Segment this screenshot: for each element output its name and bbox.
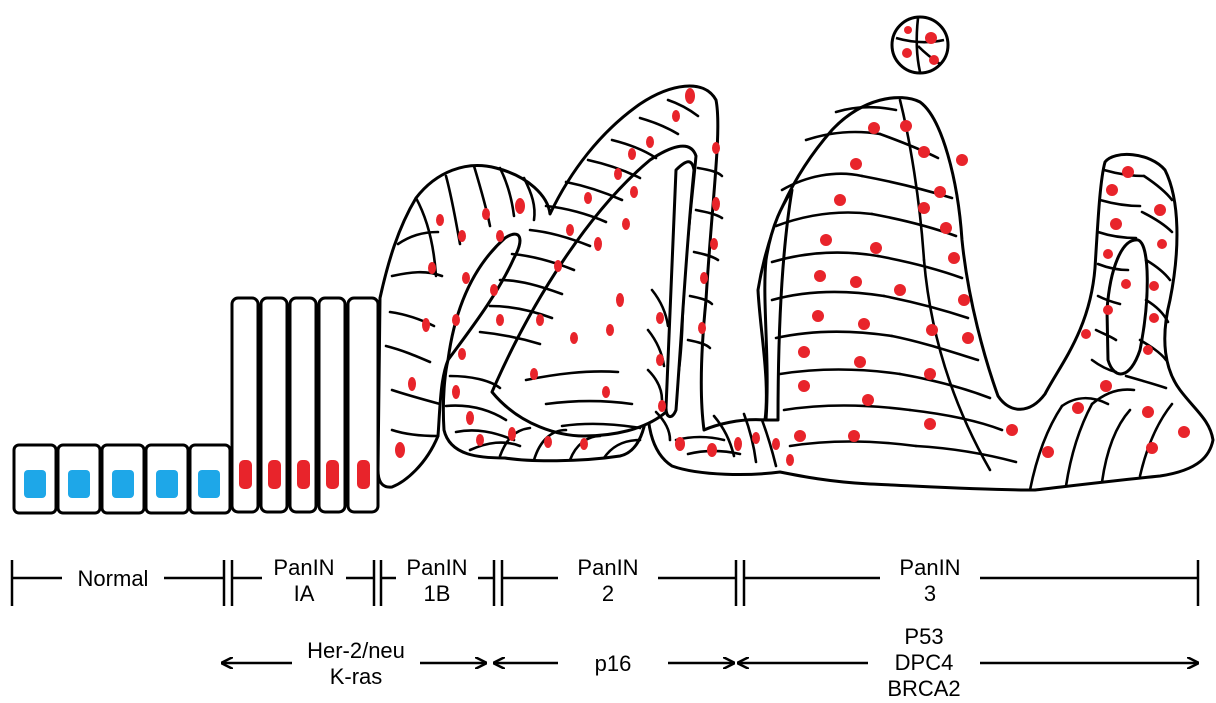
papillary-epithelium bbox=[378, 86, 1213, 490]
atypical-nucleus bbox=[357, 460, 370, 489]
stage-label-panin-3: PanIN 3 bbox=[880, 555, 980, 607]
normal-nucleus bbox=[24, 470, 46, 498]
atypical-nucleus bbox=[239, 460, 252, 489]
normal-nucleus bbox=[156, 470, 178, 498]
atypical-nucleus bbox=[268, 460, 281, 489]
stage-label-normal: Normal bbox=[62, 566, 164, 592]
normal-nucleus bbox=[112, 470, 134, 498]
stage-label-panin-1b: PanIN 1B bbox=[396, 555, 478, 607]
stage-label-panin-1a: PanIN IA bbox=[262, 555, 346, 607]
normal-nucleus bbox=[68, 470, 90, 498]
atypical-nucleus bbox=[326, 460, 339, 489]
gene-label-middle: p16 bbox=[558, 651, 668, 677]
gene-label-early: Her-2/neu K-ras bbox=[292, 638, 420, 690]
normal-nucleus bbox=[198, 470, 220, 498]
gene-label-late: P53 DPC4 BRCA2 bbox=[868, 624, 980, 702]
epithelium-outline bbox=[378, 86, 1213, 490]
stage-label-panin-2: PanIN 2 bbox=[558, 555, 658, 607]
atypical-nucleus bbox=[297, 460, 310, 489]
floating-cell-cluster bbox=[892, 17, 948, 73]
